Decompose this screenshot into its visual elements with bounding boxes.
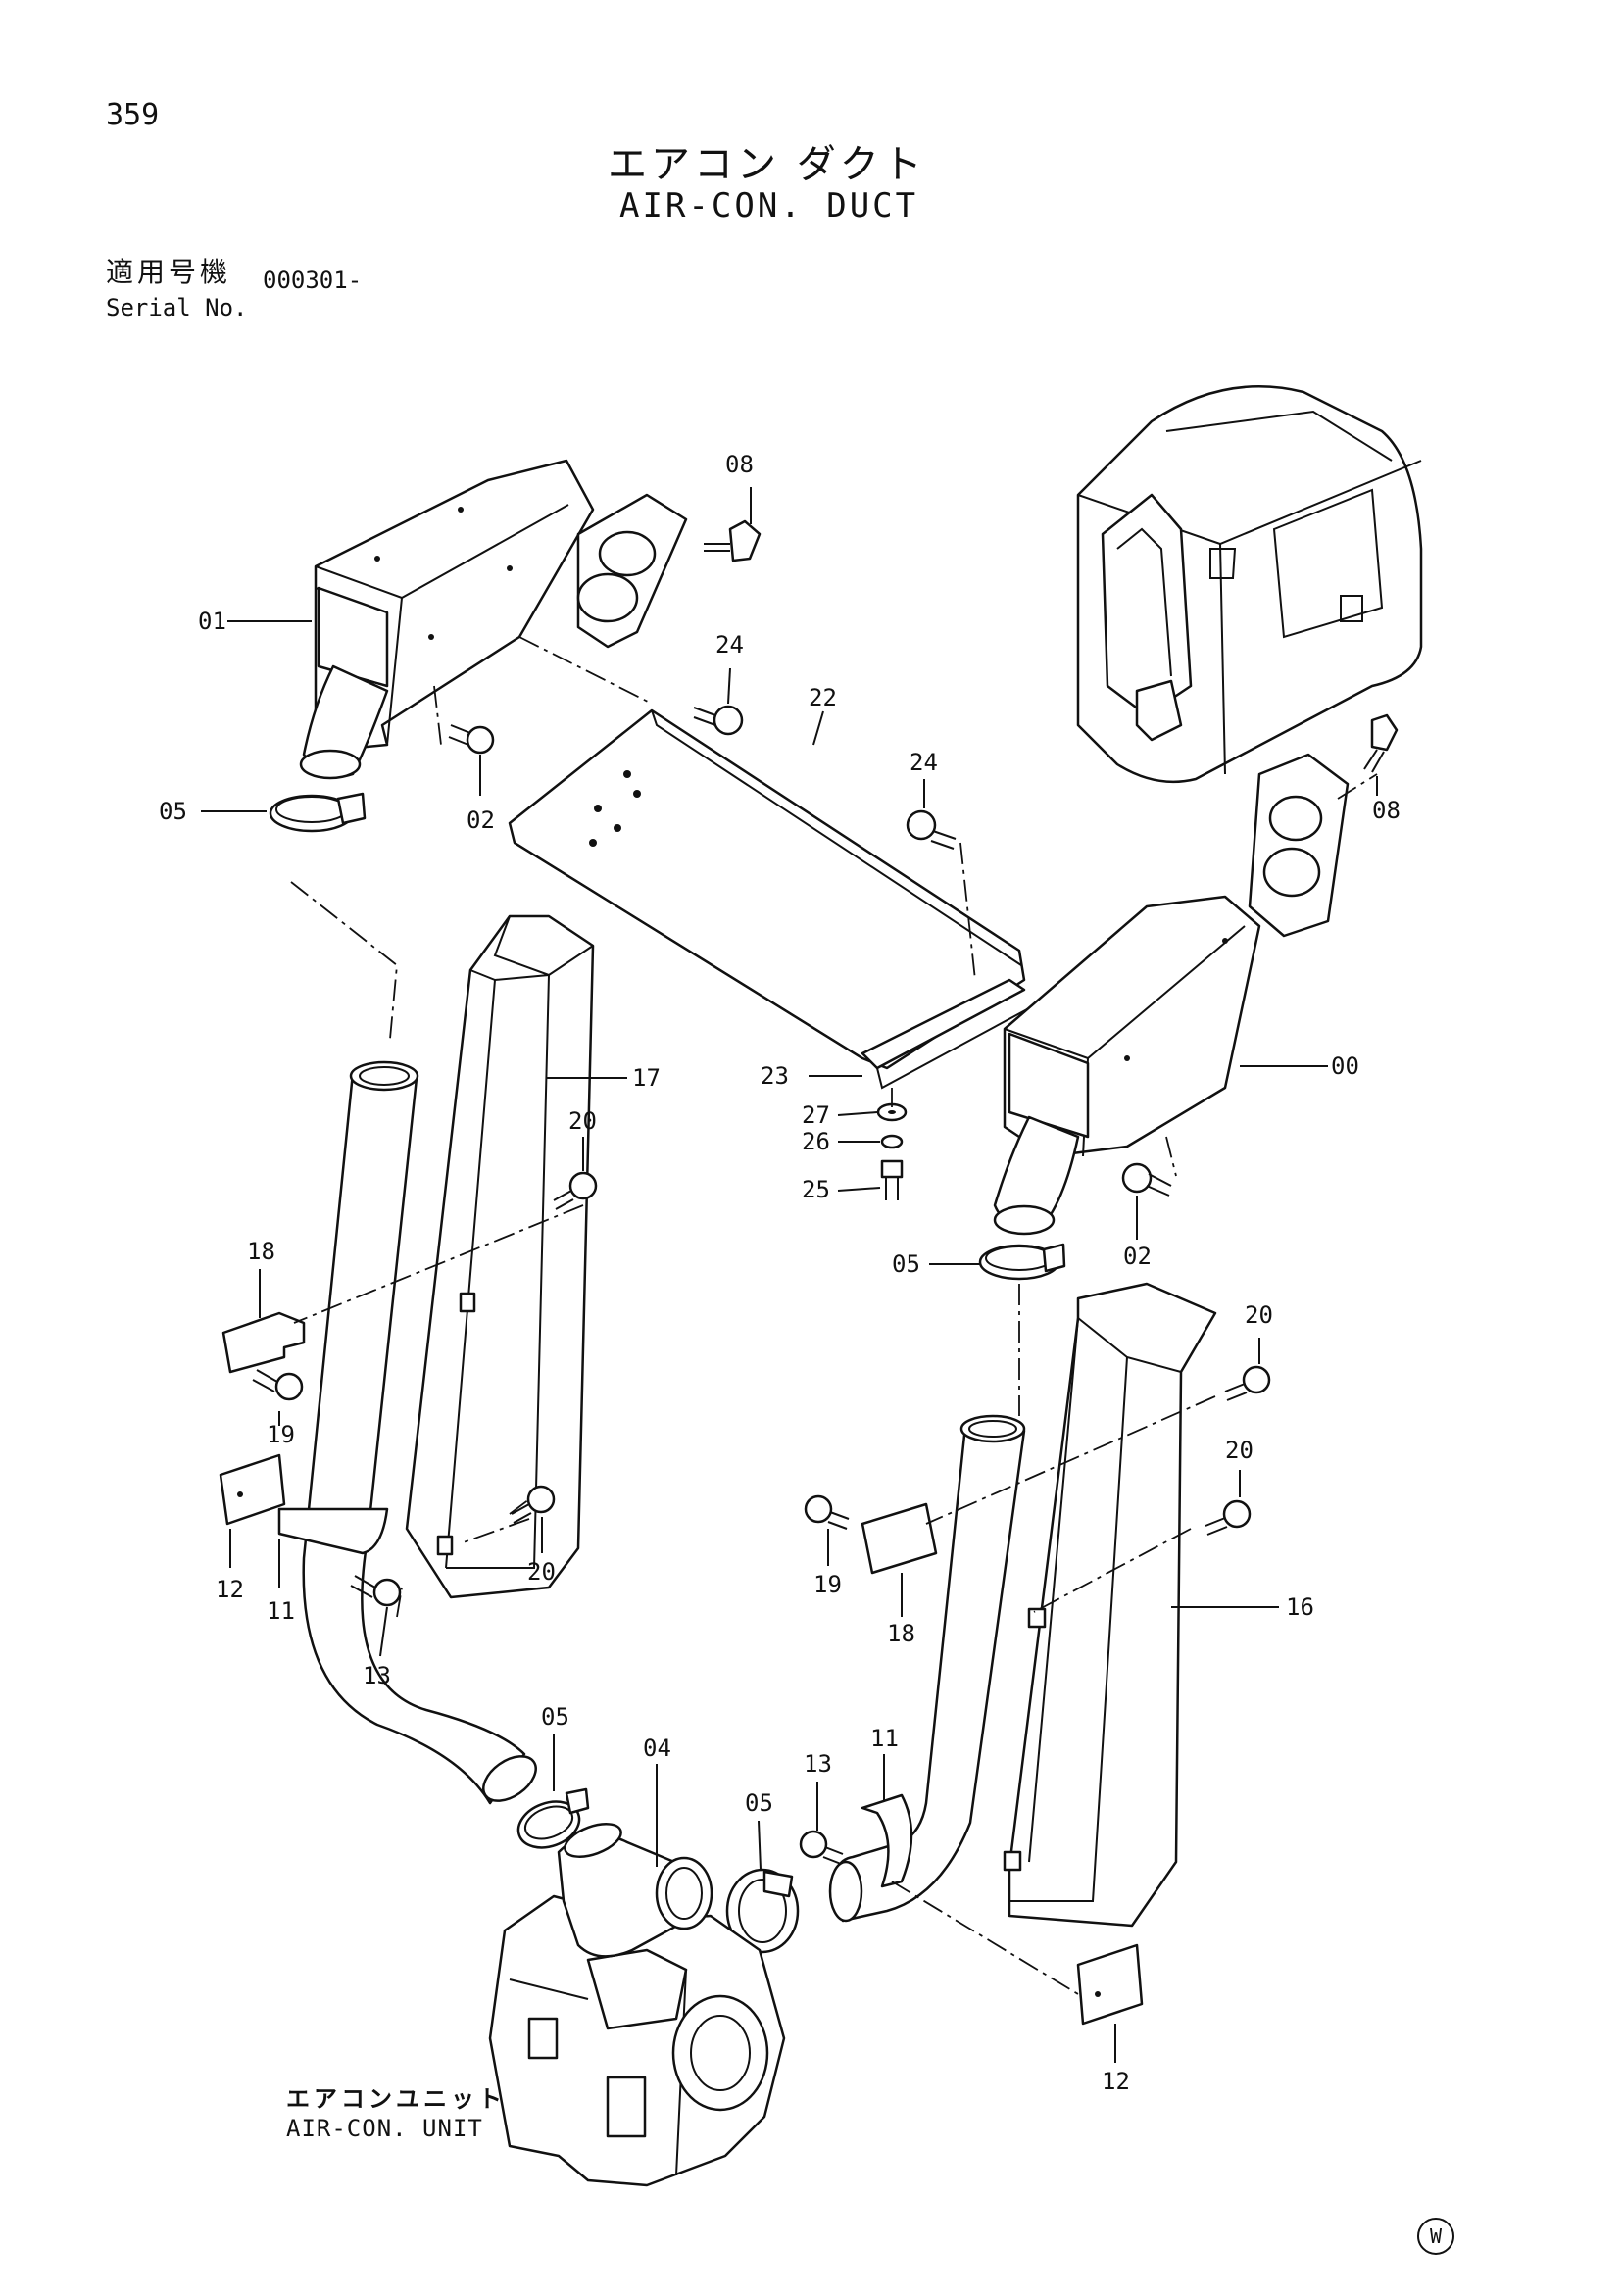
callout-11-right: 11 [870,1725,899,1752]
page-number: 359 [106,98,160,132]
bolt-20-right-lower [1205,1499,1252,1536]
cab-illustration [1076,385,1423,784]
spring-washer-26 [880,1134,904,1149]
pipe-clamp-11-left [277,1507,389,1555]
flange-plate-right [1248,753,1350,938]
callout-08-right: 08 [1372,797,1401,824]
assembly-lines [290,636,1378,1995]
bolt-24-mid [906,809,957,850]
callout-05-lower-right: 05 [745,1789,773,1817]
air-con-unit-caption-japanese: エアコンユニット [286,2085,506,2113]
bracket-23 [861,978,1028,1090]
serial-label-japanese: 適用号機 [106,256,232,288]
hose-clamp-05-lower-right [725,1868,800,1954]
bolt-19-left [252,1369,304,1401]
air-con-unit [488,1894,786,2187]
callout-00: 00 [1331,1052,1359,1080]
duct-cover-16 [1003,1282,1217,1928]
callout-19-right: 19 [813,1571,842,1598]
callout-22: 22 [809,684,837,711]
bolt-13-right [799,1830,844,1865]
callout-18-left: 18 [247,1238,275,1265]
callout-11-left: 11 [267,1597,295,1625]
callout-18-right: 18 [887,1620,915,1647]
bolt-20-left-lower [511,1485,556,1524]
callout-05-right: 05 [892,1250,920,1278]
bolt-20-right-upper [1224,1365,1271,1401]
callout-04: 04 [643,1734,671,1762]
bolt-20-left-upper [553,1171,598,1210]
callout-13-left: 13 [363,1662,391,1689]
serial-number-value: 000301- [263,267,363,294]
hose-clamp-05-lower-left [516,1787,590,1849]
plate-12-left [219,1453,286,1526]
leader-lines [201,487,1378,2063]
bracket-18-left [221,1311,306,1374]
callout-12-left: 12 [216,1576,244,1603]
title-english: AIR-CON. DUCT [619,186,919,225]
duct-pipe-right [828,1414,1026,1923]
callout-13-right: 13 [804,1750,832,1778]
callout-20-right-upper: 20 [1245,1301,1273,1329]
bolt-02-upper [448,724,495,755]
serial-label-english: Serial No. [106,294,248,321]
duct-00 [993,895,1261,1236]
callout-24-mid: 24 [910,749,938,776]
title-japanese: エアコン ダクト [608,142,926,187]
callout-16: 16 [1286,1593,1314,1621]
callout-20-left-upper: 20 [568,1107,597,1135]
air-con-unit-caption-english: AIR-CON. UNIT [286,2115,483,2142]
bolt-19-right [804,1494,850,1530]
hose-clamp-05-upper-left [269,792,367,833]
callout-05-upper-left: 05 [159,798,187,825]
bolt-08-upper [704,519,762,562]
callout-02-upper: 02 [467,806,495,834]
bracket-18-right [861,1502,938,1575]
callout-23: 23 [761,1062,789,1090]
callout-12-right: 12 [1102,2068,1130,2095]
callout-27: 27 [802,1101,830,1129]
bolt-13-left [350,1575,402,1607]
bolt-25 [880,1159,904,1200]
callout-02-right: 02 [1123,1243,1152,1270]
callout-20-left-lower: 20 [527,1558,556,1586]
callout-19-left: 19 [267,1421,295,1448]
duct-adapter-04 [557,1823,713,1958]
hose-clamp-05-right [978,1243,1066,1281]
bolt-02-right [1121,1162,1172,1197]
callout-labels: 08 01 24 22 05 02 24 08 00 17 23 27 26 2… [159,451,1401,2095]
callout-26: 26 [802,1128,830,1155]
pipe-clamp-11-right [861,1793,913,1888]
callout-17: 17 [632,1064,661,1092]
callout-24-upper: 24 [715,631,744,659]
mounting-plate-22 [508,708,1026,1070]
duct-cover-17 [405,914,595,1599]
circled-w-mark: W [1417,2218,1454,2255]
bolt-08-right [1363,713,1399,773]
callout-01: 01 [198,608,226,635]
bolt-24-upper [693,705,744,736]
callout-20-right-lower: 20 [1225,1437,1254,1464]
plate-12-right [1076,1943,1144,2026]
callout-05-lower-left: 05 [541,1703,569,1731]
duct-01 [299,459,595,780]
callout-25: 25 [802,1176,830,1203]
callout-08-upper: 08 [725,451,754,478]
flange-plate-upper [576,493,688,649]
